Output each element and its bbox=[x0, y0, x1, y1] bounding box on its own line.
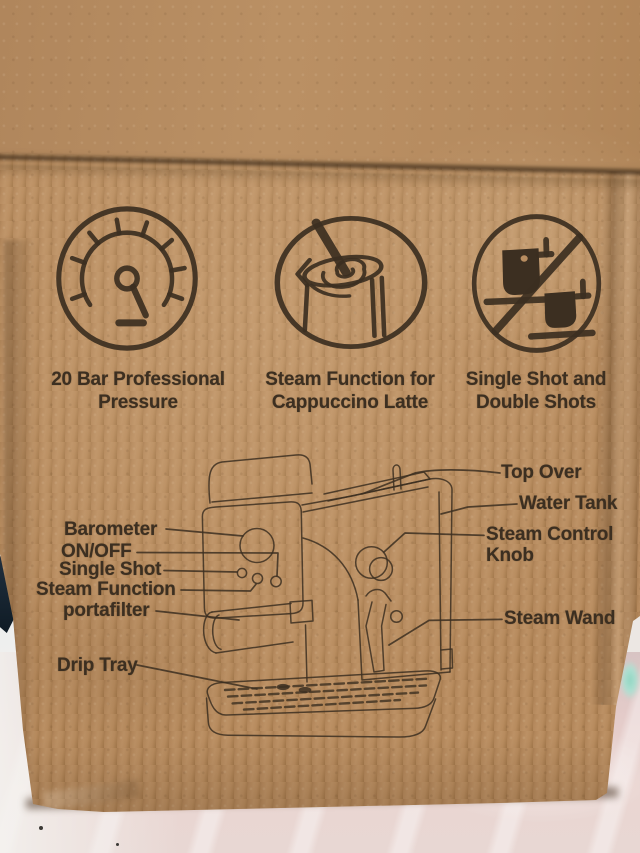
diagram-label-single-shot: Single Shot bbox=[59, 559, 162, 580]
leader-on-off bbox=[136, 551, 279, 577]
drip-tray-grill bbox=[223, 677, 432, 711]
diagram-leader-lines bbox=[136, 469, 518, 690]
front-panel bbox=[201, 501, 304, 619]
caption-line: 20 Bar Professional bbox=[51, 369, 225, 390]
single-shot-button bbox=[236, 567, 248, 579]
caption-shots: Single Shot and Double Shots bbox=[416, 368, 640, 414]
diagram-label-water-tank: Water Tank bbox=[519, 493, 618, 514]
diagram-label-drip-tray: Drip Tray bbox=[57, 655, 138, 676]
leader-steam-control bbox=[383, 532, 485, 553]
water-tank-seam bbox=[438, 491, 442, 671]
surface-speck bbox=[39, 826, 43, 830]
diagram-label-steam-wand: Steam Wand bbox=[504, 608, 616, 629]
feature-steam bbox=[270, 212, 432, 353]
diagram-label-on-off: ON/OFF bbox=[61, 541, 132, 562]
caption-line: Single Shot and bbox=[465, 369, 607, 390]
top-cover-stub bbox=[392, 464, 402, 491]
barometer-gauge bbox=[239, 527, 275, 564]
diagram-label-portafilter: portafilter bbox=[63, 600, 150, 621]
drip-tray bbox=[206, 670, 442, 716]
surface-speck bbox=[116, 843, 119, 846]
on-off-button bbox=[270, 575, 282, 588]
leader-portafilter bbox=[155, 610, 240, 621]
steam-wand bbox=[365, 601, 387, 673]
diagram-label-barometer: Barometer bbox=[64, 519, 158, 540]
cup-rail-handle bbox=[208, 454, 313, 504]
caption-line: Steam Function for bbox=[265, 369, 435, 390]
caption-line: Pressure bbox=[98, 392, 178, 413]
caption-steam: Steam Function for Cappuccino Latte bbox=[230, 368, 470, 414]
leader-single-shot bbox=[163, 569, 239, 573]
portafilter bbox=[211, 602, 294, 654]
leader-steam-wand bbox=[388, 618, 503, 646]
leader-barometer bbox=[165, 528, 244, 537]
steam-function-button bbox=[251, 572, 264, 585]
background-teal-glimpse bbox=[620, 660, 640, 700]
leader-top-over bbox=[361, 469, 501, 495]
feature-pressure bbox=[52, 202, 202, 355]
caption-line: Cappuccino Latte bbox=[271, 392, 429, 413]
feature-shots bbox=[468, 210, 605, 357]
pressure-gauge-icon bbox=[56, 206, 198, 351]
milk-pitcher-steam-icon bbox=[274, 215, 428, 350]
steam-wand-joint bbox=[365, 588, 392, 602]
diagram-label-steam-function: Steam Function bbox=[36, 579, 176, 600]
diagram-label-steam-control-knob: Steam Control Knob bbox=[486, 524, 614, 566]
single-double-shot-cups-icon bbox=[471, 214, 602, 353]
steam-control-knob bbox=[354, 545, 389, 580]
caption-line: Double Shots bbox=[475, 392, 597, 413]
leader-steam-function bbox=[180, 583, 257, 592]
diagram-label-top-over: Top Over bbox=[501, 462, 582, 483]
leader-drip-tray bbox=[136, 664, 258, 690]
espresso-machine-line-art bbox=[201, 454, 454, 738]
body-outline bbox=[301, 477, 453, 673]
group-head bbox=[289, 599, 314, 624]
leader-water-tank bbox=[440, 503, 518, 515]
cardboard-bottom-shading bbox=[0, 738, 640, 812]
caption-pressure: 20 Bar Professional Pressure bbox=[18, 368, 258, 414]
espresso-machine-diagram bbox=[136, 454, 518, 738]
